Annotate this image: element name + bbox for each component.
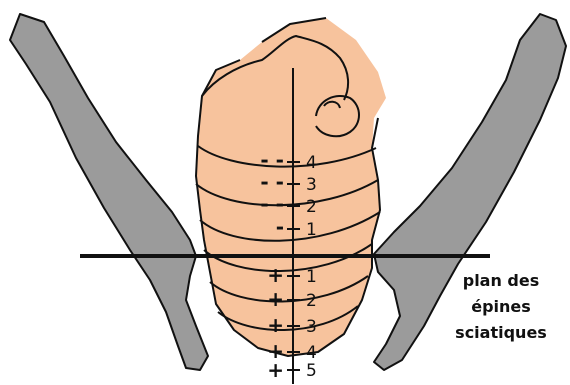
station-sign-plus-3: +: [267, 313, 284, 337]
left-pelvic-bone: [10, 14, 208, 370]
station-number-minus-2: 2: [306, 197, 317, 217]
plane-label-line-3: sciatiques: [446, 320, 556, 346]
station-sign-plus-1: +: [267, 263, 284, 287]
station-number-plus-5: 5: [306, 361, 317, 381]
station-number-plus-1: 1: [306, 267, 317, 287]
station-sign-minus-2: - -: [260, 192, 284, 216]
station-number-minus-3: 3: [306, 175, 317, 195]
station-number-plus-4: 4: [306, 343, 317, 363]
station-sign-plus-5: +: [267, 358, 284, 382]
station-number-minus-4: 4: [306, 153, 317, 173]
station-sign-minus-3: - -: [260, 170, 284, 194]
plane-label-line-1: plan des: [446, 268, 556, 294]
station-number-minus-1: 1: [306, 220, 317, 240]
station-sign-minus-4: - -: [260, 148, 284, 172]
plane-label-line-2: épines: [446, 294, 556, 320]
station-number-plus-2: 2: [306, 291, 317, 311]
sciatic-spine-plane-label: plan des épines sciatiques: [446, 268, 556, 346]
station-number-plus-3: 3: [306, 317, 317, 337]
station-sign-minus-1: -: [276, 215, 284, 239]
fetal-head: [196, 18, 386, 356]
station-sign-plus-2: +: [267, 287, 284, 311]
